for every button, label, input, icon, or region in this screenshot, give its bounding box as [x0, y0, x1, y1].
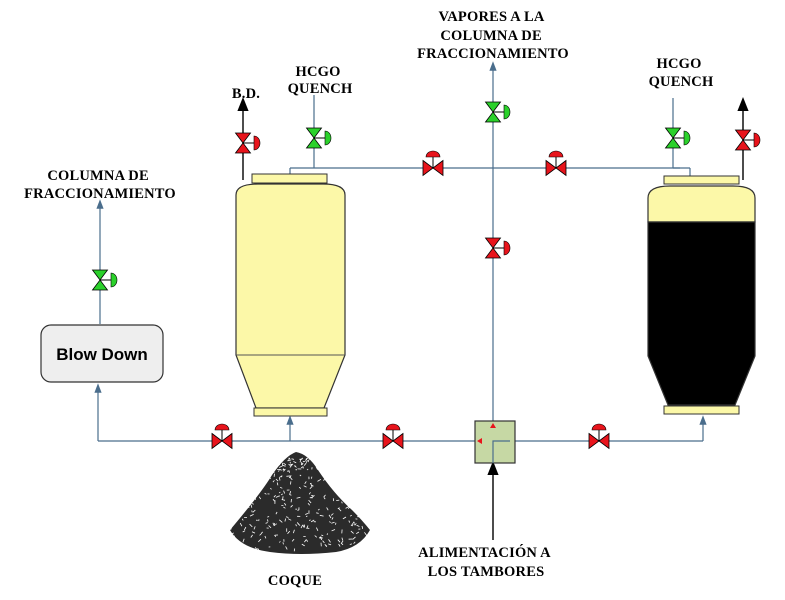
- switch-up-arrow: [490, 423, 496, 428]
- valve-bottom-right[interactable]: [588, 423, 610, 450]
- right-drum-dome: [647, 185, 756, 223]
- feed-label: ALIMENTACIÓN A LOS TAMBORES: [418, 544, 554, 580]
- valve-right-vent[interactable]: [734, 129, 761, 151]
- valve-bottom-left[interactable]: [211, 423, 233, 450]
- valve-vapors-top[interactable]: [484, 101, 511, 123]
- vapors-label: VAPORES A LA COLUMNA DE FRACCIONAMIENTO: [417, 9, 569, 62]
- blowdown-unit[interactable]: Blow Down: [40, 324, 164, 383]
- labels: VAPORES A LA COLUMNA DE FRACCIONAMIENTO …: [24, 9, 714, 589]
- hcgo-quench-right-label: HCGO QUENCH: [649, 56, 714, 90]
- right-drum-bottom-flange: [663, 405, 740, 415]
- valve-bottom-center[interactable]: [382, 423, 404, 450]
- left-drum-bottom-flange: [253, 407, 328, 417]
- hcgo-quench-left-label: HCGO QUENCH: [288, 64, 353, 97]
- right-drum-coke-fill: [647, 221, 756, 406]
- valve-hcgo-right-actuator: [683, 130, 691, 146]
- valve-bd-vent[interactable]: [234, 132, 261, 154]
- coke-pile-shape: [230, 452, 370, 554]
- valve-top-right-header[interactable]: [545, 150, 567, 177]
- coke-pile: [229, 452, 370, 554]
- right-drum-top-flange: [663, 175, 740, 185]
- switch-internal-path: [492, 440, 510, 463]
- bd-label: B.D.: [232, 86, 260, 102]
- switch-left-arrow: [477, 438, 482, 444]
- valve-center-riser[interactable]: [484, 237, 511, 259]
- coke-texture: [229, 457, 367, 552]
- blowdown-box[interactable]: [40, 324, 164, 383]
- valve-bd-vent-actuator: [253, 135, 261, 151]
- coke-label: COQUE: [268, 573, 322, 589]
- valve-column-line[interactable]: [91, 269, 118, 291]
- column-label: COLUMNA DE FRACCIONAMIENTO: [24, 168, 176, 202]
- valve-bottom-center-actuator: [385, 423, 401, 431]
- left-drum-body: [235, 183, 346, 409]
- left-drum-top-flange: [251, 173, 328, 184]
- valve-center-riser-actuator: [503, 240, 511, 256]
- valve-top-left-header[interactable]: [422, 150, 444, 177]
- valve-hcgo-left[interactable]: [305, 127, 332, 149]
- left-coke-drum: [235, 173, 346, 417]
- valves[interactable]: [91, 101, 761, 450]
- valve-right-vent-actuator: [753, 132, 761, 148]
- valve-top-right-header-actuator: [548, 150, 564, 158]
- valve-bottom-right-actuator: [591, 423, 607, 431]
- valve-bottom-left-actuator: [214, 423, 230, 431]
- piping: [94, 61, 749, 540]
- valve-vapors-top-actuator: [503, 104, 511, 120]
- valve-hcgo-right[interactable]: [664, 127, 691, 149]
- valve-top-left-header-actuator: [425, 150, 441, 158]
- right-coke-drum: [647, 175, 756, 415]
- feed-switch-box: [474, 420, 516, 464]
- blowdown-label: Blow Down: [56, 345, 148, 364]
- valve-hcgo-left-actuator: [324, 130, 332, 146]
- valve-column-line-actuator: [110, 272, 118, 288]
